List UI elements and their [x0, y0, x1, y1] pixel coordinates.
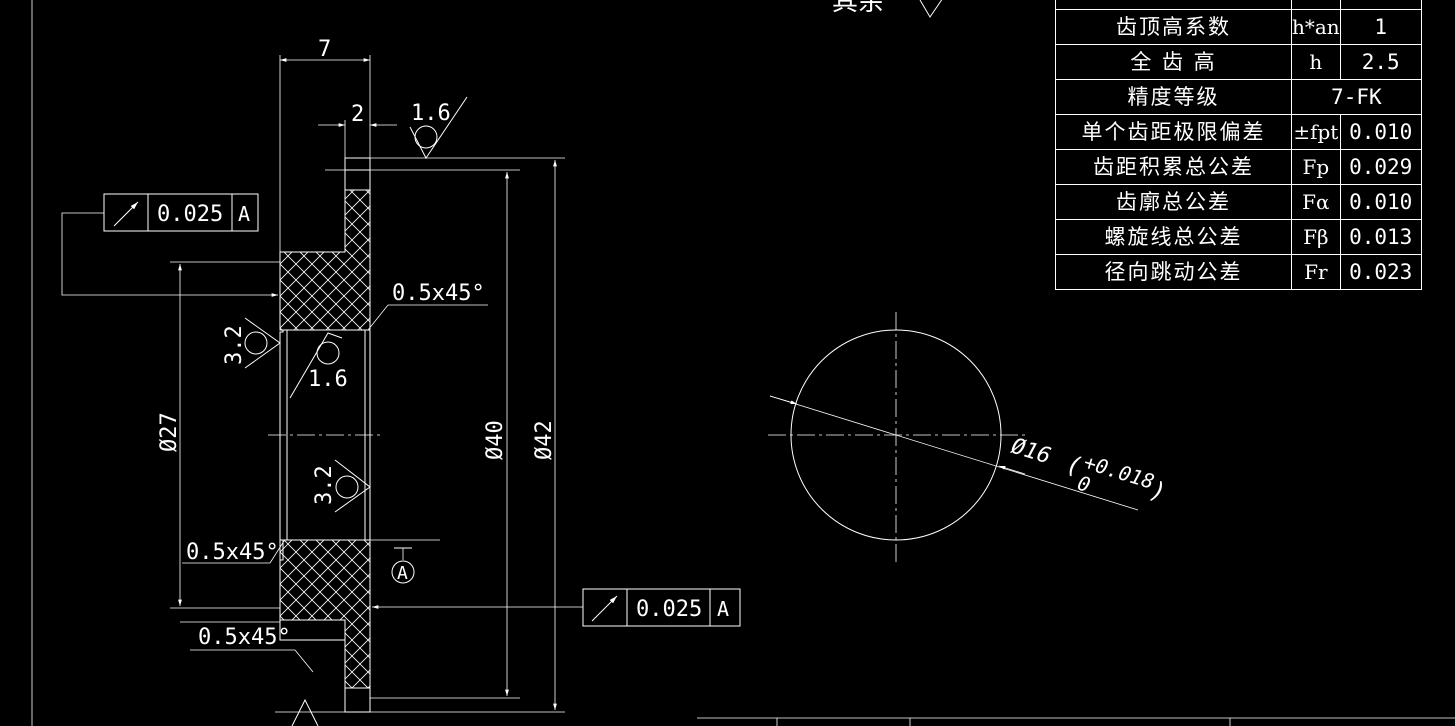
- chamfer-mid: 0.5x45°: [186, 540, 279, 565]
- param-symbol: Fr: [1291, 254, 1341, 290]
- hole-dim-text: Ø16 ( +0.018 0 ): [1008, 434, 1169, 507]
- roughness-circle-icon: [244, 331, 268, 355]
- dim-dia-40: Ø40: [483, 420, 508, 460]
- roughness-symbol-icon: [244, 317, 281, 369]
- dim-dia-42: Ø42: [532, 420, 557, 460]
- roughness-symbol-icon: [334, 459, 371, 513]
- hole-tol-upper: +0.018: [1081, 450, 1157, 494]
- table-row: [1055, 0, 1422, 10]
- param-name: 单个齿距极限偏差: [1055, 114, 1292, 150]
- hole-dim-leader: [769, 395, 1139, 511]
- datum-circle-icon: [391, 560, 415, 584]
- runout-arrow-icon: [113, 201, 139, 227]
- table-row: 齿距积累总公差 Fp 0.029: [1055, 149, 1422, 185]
- table-row: 全 齿 高 h 2.5: [1055, 44, 1422, 80]
- roughness-symbol-icon: [919, 0, 943, 18]
- roughness-circle-icon: [335, 475, 359, 499]
- hole-dim-arrow: [769, 395, 798, 405]
- hatched-section-lower: [279, 539, 371, 689]
- param-name: 齿顶高系数: [1055, 9, 1292, 45]
- runout-arrow-icon: [591, 595, 618, 622]
- gear-parameter-table: 齿顶高系数 h*an 1 全 齿 高 h 2.5 精度等级 7-FK 单个齿距极…: [1055, 0, 1422, 290]
- param-symbol: h: [1291, 44, 1341, 80]
- param-symbol: Fβ: [1291, 219, 1341, 255]
- param-name: 精度等级: [1055, 79, 1292, 115]
- roughness-top: 1.6: [411, 101, 451, 126]
- table-row: 精度等级 7-FK: [1055, 79, 1422, 115]
- tol-top-leader: [61, 212, 278, 297]
- param-value: 0.029: [1339, 149, 1422, 185]
- chamfer-lower: 0.5x45°: [198, 625, 291, 650]
- dim-dia-27: Ø27: [157, 412, 182, 452]
- param-symbol: h*an: [1291, 9, 1341, 45]
- chamfer-leader: [269, 540, 285, 564]
- param-name: 齿廓总公差: [1055, 184, 1292, 220]
- hatched-section-upper: [279, 189, 371, 331]
- datum-label: A: [397, 563, 408, 584]
- tolerance-frame-bottom: 0.025 A: [582, 588, 741, 627]
- tol-bottom-value: 0.025: [636, 597, 702, 622]
- table-row: 径向跳动公差 Fr 0.023: [1055, 254, 1422, 290]
- param-value: 0.013: [1339, 219, 1422, 255]
- param-value: 0.010: [1339, 114, 1422, 150]
- table-row: 齿廓总公差 Fα 0.010: [1055, 184, 1422, 220]
- param-value: 2.5: [1339, 44, 1422, 80]
- tol-top-ref: A: [238, 202, 250, 226]
- chamfer-leader: [294, 649, 314, 673]
- roughness-bore-left: 3.2: [222, 325, 247, 365]
- param-name: 全 齿 高: [1055, 44, 1292, 80]
- roughness-circle-icon: [414, 125, 438, 149]
- param-value: 0.010: [1339, 184, 1422, 220]
- tol-top-value: 0.025: [157, 202, 223, 227]
- roughness-circle-icon: [316, 341, 340, 365]
- roughness-symbol-icon: [289, 332, 343, 399]
- table-row: 螺旋线总公差 Fβ 0.013: [1055, 219, 1422, 255]
- param-symbol: Fα: [1291, 184, 1341, 220]
- param-name: 齿距积累总公差: [1055, 149, 1292, 185]
- table-row: 齿顶高系数 h*an 1: [1055, 9, 1422, 45]
- tolerance-frame-top: 0.025 A: [103, 193, 259, 232]
- param-name: 径向跳动公差: [1055, 254, 1292, 290]
- param-value: 0.023: [1339, 254, 1422, 290]
- gear-parameter-table-body: 齿顶高系数 h*an 1 全 齿 高 h 2.5 精度等级 7-FK 单个齿距极…: [1055, 0, 1422, 290]
- roughness-symbol-icon: [291, 698, 319, 726]
- chamfer-leader: [367, 304, 389, 331]
- param-value: 7-FK: [1291, 79, 1422, 115]
- hole-dia: Ø16: [1008, 434, 1053, 470]
- dim-width-2: 2: [351, 102, 364, 127]
- hole-dim-arrow: [998, 465, 1026, 475]
- param-symbol: ±fpt: [1291, 114, 1341, 150]
- roughness-bore-lower: 3.2: [312, 465, 337, 505]
- dim-width-7: 7: [318, 37, 331, 62]
- param-value: 1: [1339, 9, 1422, 45]
- roughness-bore-inner: 1.6: [308, 367, 348, 392]
- other-surfaces-label: 其余: [832, 0, 884, 17]
- chamfer-upper: 0.5x45°: [392, 281, 485, 306]
- tol-bottom-ref: A: [717, 597, 729, 621]
- param-symbol: Fp: [1291, 149, 1341, 185]
- param-name: 螺旋线总公差: [1055, 219, 1292, 255]
- table-row: 单个齿距极限偏差 ±fpt 0.010: [1055, 114, 1422, 150]
